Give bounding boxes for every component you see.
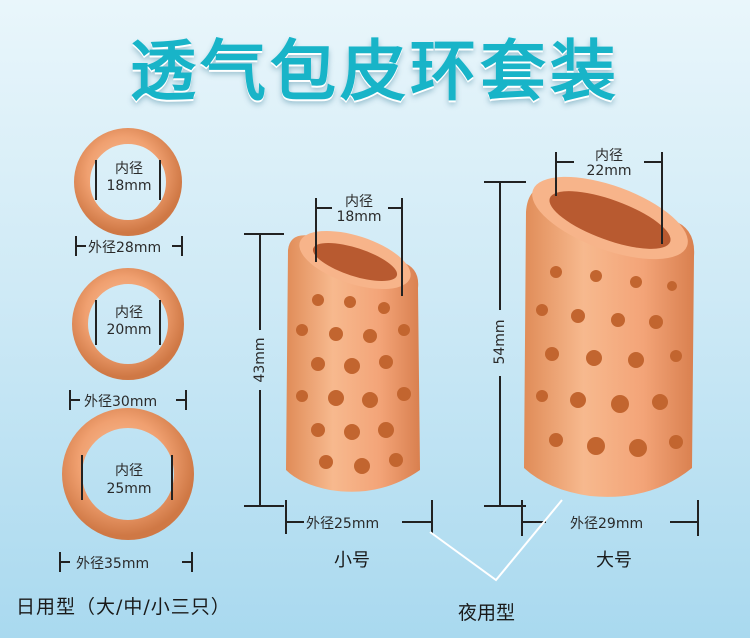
sleeve-small-outer: 外径25mm: [306, 516, 380, 532]
ring-large-outer: 外径35mm: [76, 556, 150, 572]
sleeve-large-inner-label: 内径: [595, 148, 623, 164]
sleeve-large-inner-value: 22mm: [586, 163, 632, 179]
ring-small-inner-value: 18mm: [106, 178, 152, 194]
sleeve-large-outer: 外径29mm: [570, 516, 644, 532]
sleeve-large-name: 大号: [596, 550, 632, 571]
ring-medium-inner-value: 20mm: [106, 322, 152, 338]
ring-medium: [72, 268, 184, 380]
sleeve-small-inner-value: 18mm: [336, 209, 382, 225]
page-title: 透气包皮环套装: [130, 33, 620, 110]
ring-small-inner-label: 内径: [115, 161, 143, 177]
ring-large: [62, 408, 194, 540]
sleeve-large: [524, 176, 695, 497]
ring-medium-inner-label: 内径: [115, 305, 143, 321]
sleeve-dimension-lines: [244, 152, 699, 536]
day-type-caption: 日用型（大/中/小三只）: [16, 596, 231, 618]
ring-medium-outer: 外径30mm: [84, 394, 158, 410]
ring-small-outer: 外径28mm: [88, 240, 162, 256]
sleeve-large-height: 54mm: [492, 319, 508, 365]
ring-large-inner-label: 内径: [115, 463, 143, 479]
sleeve-small: [286, 230, 420, 492]
night-type-caption: 夜用型: [458, 602, 516, 624]
ring-large-inner-value: 25mm: [106, 481, 152, 497]
sleeve-small-name: 小号: [334, 550, 370, 571]
ring-dimension-lines: [59, 160, 193, 572]
sleeve-small-height: 43mm: [252, 337, 268, 383]
ring-small: [74, 128, 182, 236]
night-type-pointer: [429, 499, 563, 582]
sleeve-small-inner-label: 内径: [345, 194, 373, 210]
